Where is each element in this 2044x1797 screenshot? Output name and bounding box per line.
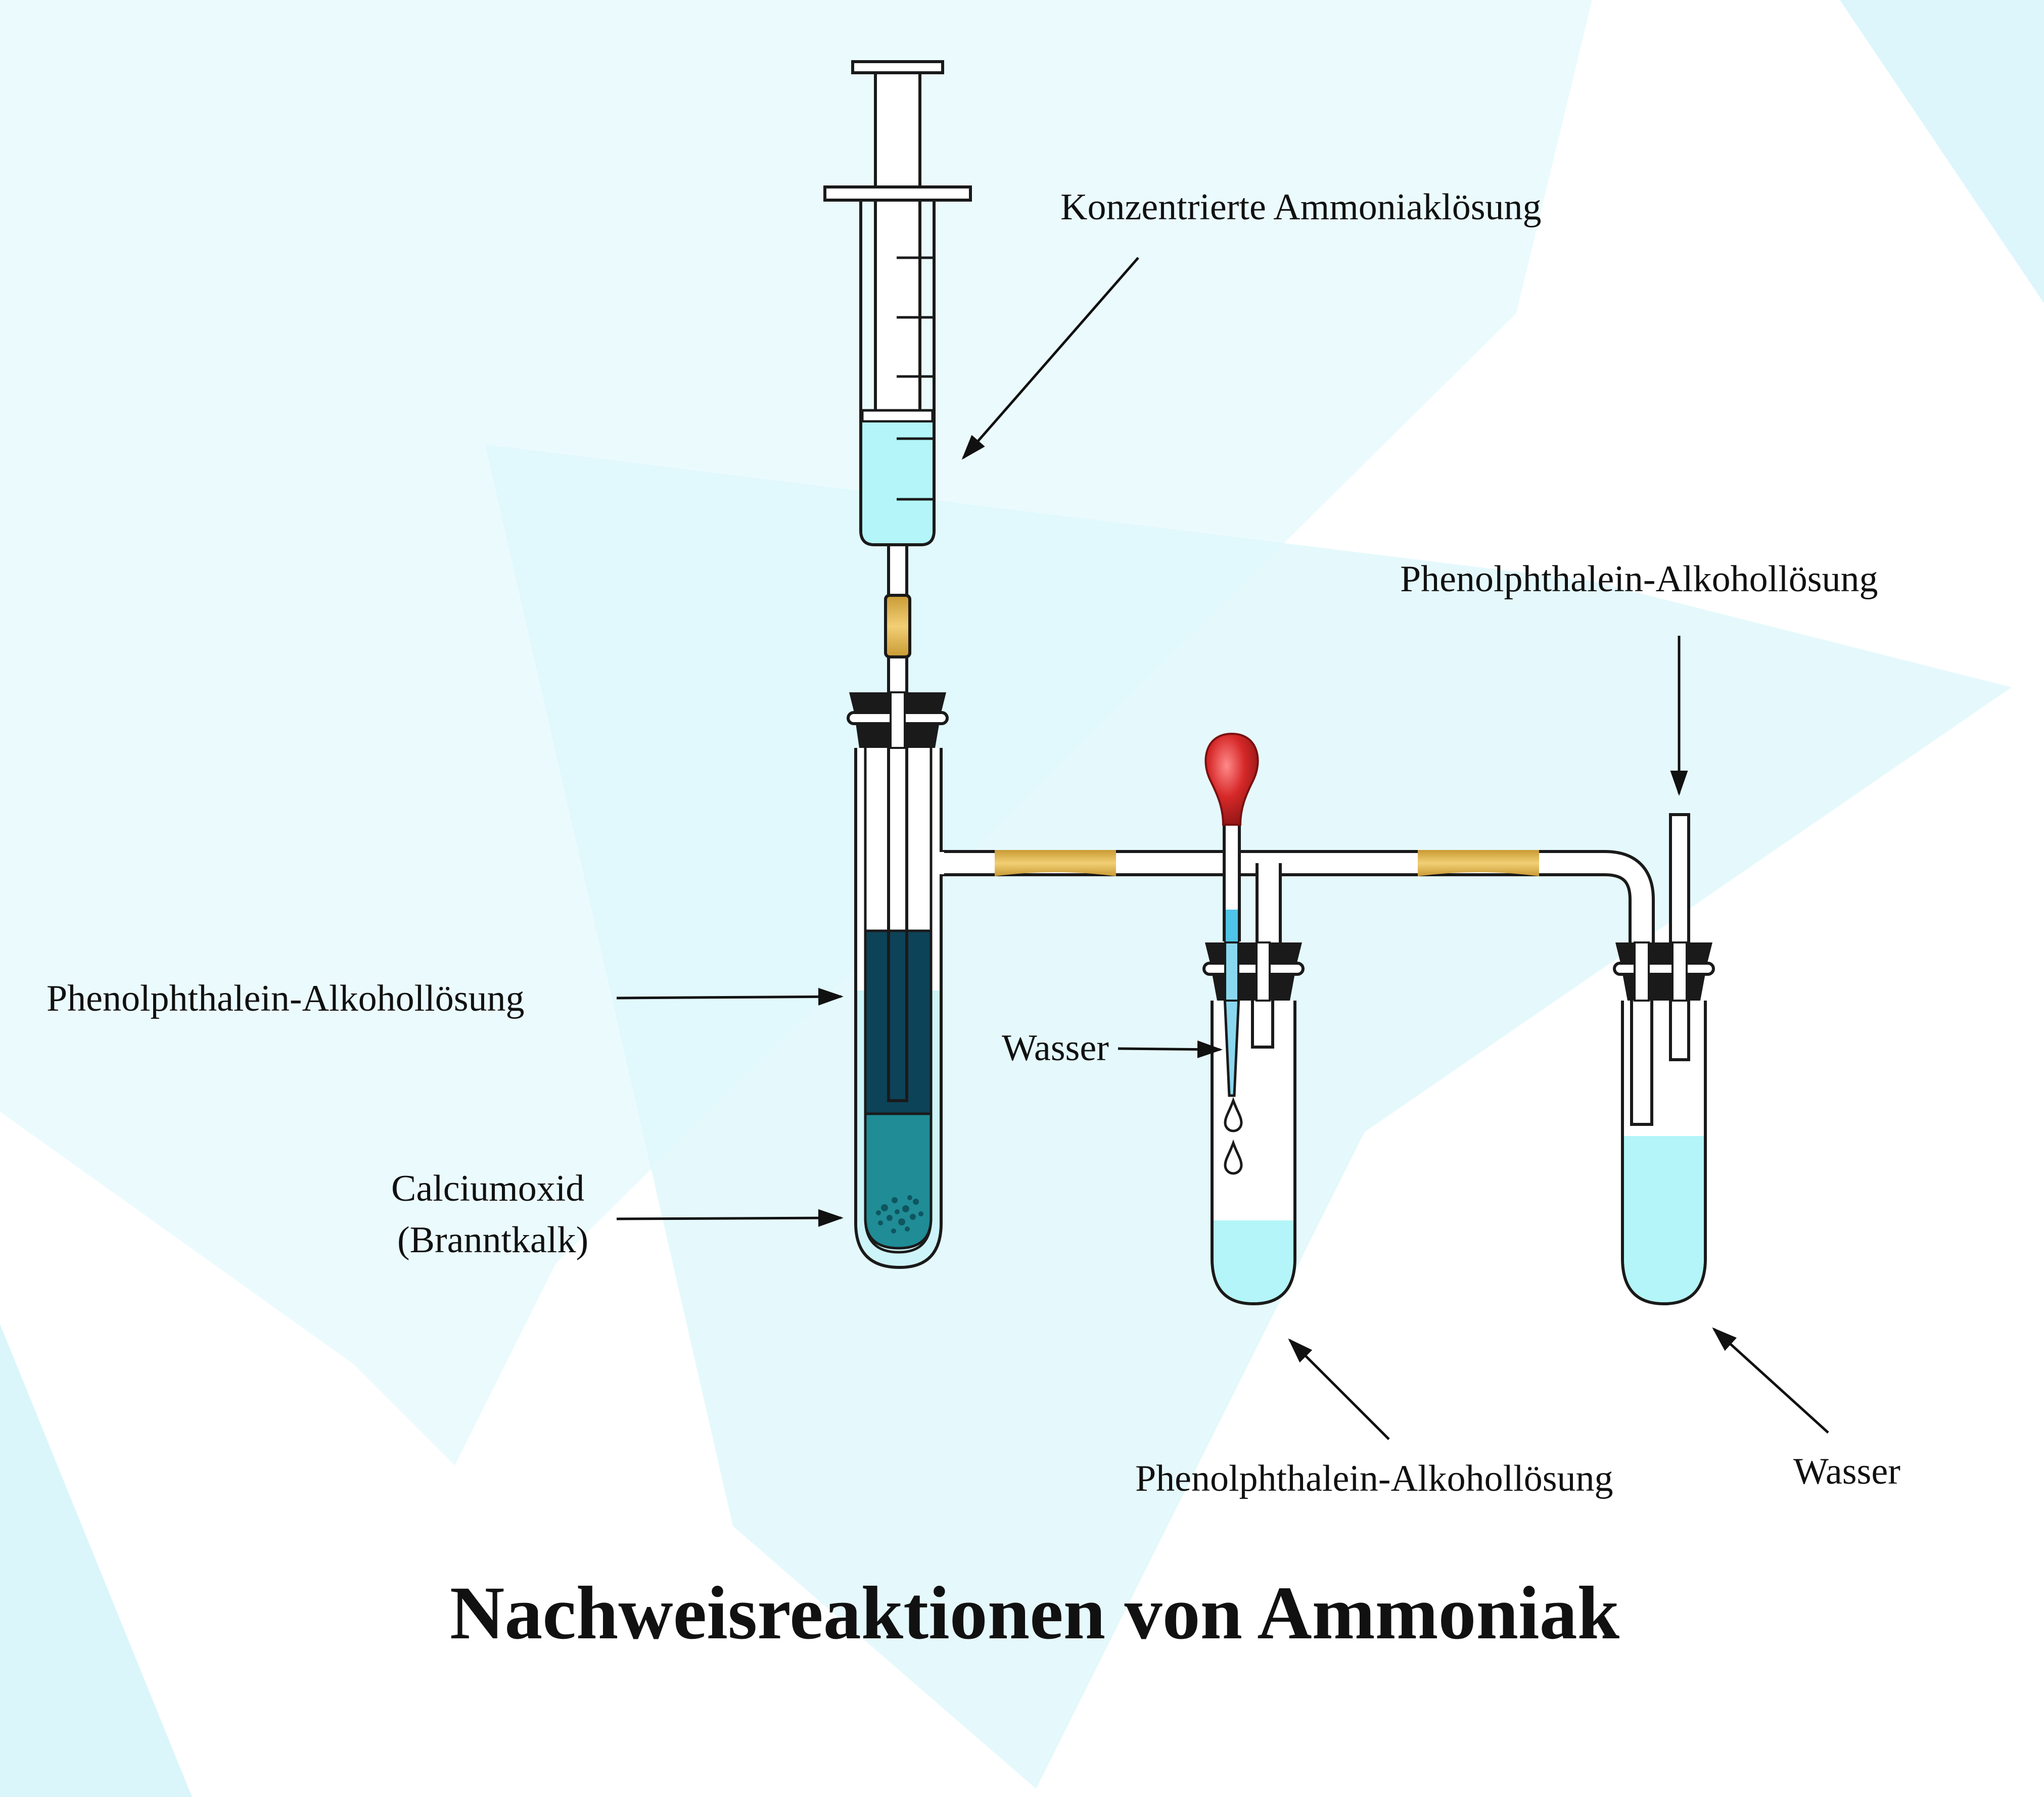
stopper-1-hole xyxy=(890,691,906,749)
plunger-rod xyxy=(874,71,921,423)
connecting-tube-inner xyxy=(941,853,1652,950)
dropper-water xyxy=(1226,910,1238,945)
stopper-2-hole-tube xyxy=(1256,941,1271,1002)
arrow-ammonia-solution xyxy=(961,257,1139,460)
calcium-oxide-granules xyxy=(876,1195,923,1234)
dropper-test-tube xyxy=(1202,732,1305,1306)
water-drop-1 xyxy=(1224,1097,1243,1132)
arrow-water-bottom xyxy=(1712,1327,1829,1434)
ammonia-solution-liquid xyxy=(862,422,933,543)
stopper-2-ring xyxy=(1202,962,1305,976)
stopper-2-hole-dropper xyxy=(1224,941,1239,1002)
tube-2-liquid xyxy=(1214,1220,1293,1302)
rubber-tube-1 xyxy=(995,850,1116,876)
rubber-tube-2 xyxy=(1418,850,1539,876)
teal-solution-lower xyxy=(864,1112,933,1250)
label-phenol-bottom: Phenolphthalein-Alkohollösung xyxy=(1135,1458,1613,1499)
water-test-tube xyxy=(1613,813,1715,1306)
rubber-bulb-icon xyxy=(1204,732,1259,826)
arrow-calcium-oxide xyxy=(616,1209,844,1227)
label-ammonia-solution: Konzentrierte Ammoniaklösung xyxy=(1060,186,1542,228)
label-calcium-oxide-line1: Calciumoxid xyxy=(391,1168,584,1209)
plunger-head xyxy=(861,409,934,423)
plunger-cap xyxy=(851,60,944,74)
water-drop-2 xyxy=(1224,1139,1243,1175)
label-phenol-top-right: Phenolphthalein-Alkohollösung xyxy=(1400,558,1878,600)
arrow-phenol-left xyxy=(616,987,844,1006)
reaction-test-tube xyxy=(847,691,949,1269)
label-water-bottom: Wasser xyxy=(1793,1451,1900,1492)
arrows xyxy=(616,257,1829,1440)
labels: Konzentrierte Ammoniaklösung Phenolphtha… xyxy=(47,186,1900,1655)
arrow-phenol-bottom xyxy=(1288,1338,1390,1440)
label-phenol-left: Phenolphthalein-Alkohollösung xyxy=(47,978,525,1019)
stopper-3-ring xyxy=(1613,962,1715,976)
stopper-3-hole-vent xyxy=(1671,941,1688,1002)
tube-3-vent-tube xyxy=(1669,813,1690,1061)
arrow-water-dropper xyxy=(1118,1041,1223,1059)
syringe-connector xyxy=(884,594,911,658)
syringe xyxy=(823,60,972,698)
bg-shape-4 xyxy=(0,1324,192,1797)
syringe-nozzle xyxy=(887,543,908,597)
diagram-title: Nachweisreaktionen von Ammoniak xyxy=(450,1571,1620,1655)
tube-3-liquid xyxy=(1624,1136,1704,1302)
label-calcium-oxide-line2: (Branntkalk) xyxy=(397,1219,588,1261)
bg-shape-3 xyxy=(1840,0,2044,303)
dark-solution-upper xyxy=(864,929,933,1115)
label-water-dropper: Wasser xyxy=(1002,1027,1109,1069)
side-arm-opening xyxy=(938,852,944,874)
finger-flange xyxy=(823,185,972,202)
syringe-needle-tube xyxy=(887,655,908,698)
stopper-3-hole-inlet xyxy=(1634,941,1650,1002)
